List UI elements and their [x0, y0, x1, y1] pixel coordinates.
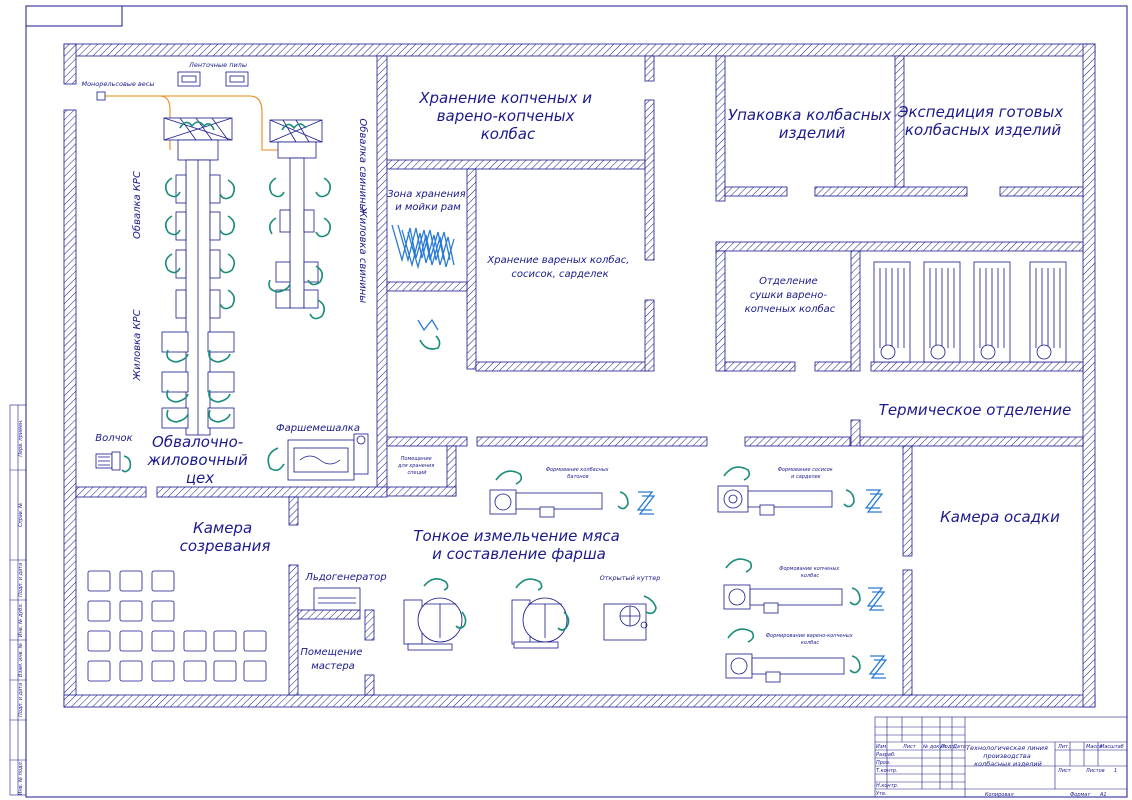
monorail-scale: [96, 91, 106, 101]
side-stamp: Перв. примен. Справ. № Подп. и дата Инв.…: [9, 404, 27, 796]
room-smoked-storage-l3: колбас: [481, 125, 536, 143]
tb-format: Формат: [1070, 792, 1091, 798]
label-saws: Ленточные пилы: [188, 61, 247, 69]
tb-row-0: Изм: [876, 744, 886, 750]
room-master: Помещение мастера: [300, 647, 365, 672]
tb-role-4: Утв.: [876, 791, 887, 797]
room-shipping: Экспедиция готовых колбасных изделий: [897, 103, 1068, 139]
stamp-0: Перв. примен.: [18, 419, 24, 457]
tb-title: Технологическая линия производства колба…: [966, 744, 1050, 768]
tb-role-1: Пров.: [876, 760, 891, 766]
stamp-1: Справ. №: [18, 503, 24, 527]
tb-role-2: Т.контр.: [876, 768, 898, 774]
room-smoked-storage-l1: Хранение копченых и: [418, 89, 592, 107]
room-spices: Помещение для хранения специй: [397, 456, 436, 476]
room-thermal: Термическое отделение: [879, 401, 1072, 419]
equipment-labels: Монорельсовые весы Ленточные пилы Обвалк…: [81, 61, 855, 646]
monorail-track: [100, 95, 290, 151]
stamp-4: Взам. инв. №: [18, 643, 24, 677]
workers-deboning: [164, 121, 332, 423]
room-drying: Отделение сушки варено- копченых колбас: [745, 276, 836, 315]
tb-sheet: Лист: [1057, 768, 1072, 774]
tb-mass: Масса: [1086, 744, 1102, 750]
room-mincing: Тонкое измельчение мяса и составление фа…: [413, 527, 624, 563]
label-forming-boiled-smoked: Формирование варено-копченых колбас: [766, 633, 855, 646]
corner-stamp: [25, 5, 123, 27]
tb-copied: Копировал: [985, 792, 1014, 798]
label-grinder: Волчок: [95, 433, 132, 444]
interior-walls: [75, 55, 1084, 696]
mincing-equipment: [313, 578, 657, 651]
beef-tables: [161, 174, 235, 429]
tb-format-value: A1: [1099, 792, 1107, 798]
room-labels: Хранение копченых и варено-копченых колб…: [146, 89, 1071, 672]
pork-tables: [275, 209, 319, 309]
room-deboning: Обвалочно- жиловочный цех: [146, 433, 252, 487]
tb-row-4: Подп.: [941, 744, 956, 750]
outer-walls: [63, 43, 1096, 708]
tb-role-0: Разраб.: [876, 752, 896, 758]
label-mixer: Фаршемешалка: [276, 423, 360, 434]
tb-role-3: Н.контр.: [876, 783, 898, 789]
deboning-equipment: [95, 71, 369, 481]
room-packing: Упаковка колбасных изделий: [728, 106, 896, 142]
frame-racks: [391, 224, 455, 350]
label-monorail: Монорельсовые весы: [81, 80, 154, 88]
tb-scale: Масштаб: [1100, 744, 1124, 750]
room-maturing: Камера созревания: [180, 519, 271, 555]
title-block: Изм Лист № докум. Подп. Дата Разраб. Про…: [874, 716, 1128, 798]
tb-row-5: Дата: [952, 744, 966, 750]
tb-stage: Лит.: [1057, 744, 1070, 750]
stamp-2: Подп. и дата: [18, 563, 24, 597]
drawing-frame: [25, 5, 1128, 798]
tb-row-2: Лист: [902, 744, 917, 750]
label-forming-boiled: Формование колбасных батонов: [546, 467, 611, 480]
label-cutter: Открытый куттер: [600, 574, 661, 582]
stamp-6: Инв. № подл.: [18, 761, 24, 796]
tb-sheets: Листов: [1085, 768, 1105, 774]
forming-lines: [489, 466, 888, 683]
stamp-5: Подп. и дата: [18, 683, 24, 717]
thermal-chambers: [873, 261, 1067, 363]
room-boiled-storage: Хранение вареных колбас, сосисок, сардел…: [486, 254, 632, 280]
label-trimming-pork: Жиловка свинины: [357, 206, 368, 303]
tb-sheets-count: 1: [1114, 768, 1117, 774]
label-trimming-krs: Жиловка КРС: [132, 309, 143, 381]
maturing-containers: [87, 570, 267, 682]
room-ice: Льдогенератор: [304, 572, 386, 583]
room-smoked-storage-l2: варено-копченых: [437, 107, 575, 125]
ice-generator: [313, 587, 361, 611]
label-forming-smoked: Формование копченых колбас: [779, 566, 841, 579]
label-forming-sausages: Формование сосисок и сарделек: [778, 467, 835, 480]
room-smoked-storage: Хранение копченых и варено-копченых колб…: [418, 89, 597, 143]
label-deboning-pork: Обвалка свинины: [357, 118, 369, 211]
stamp-3: Инв. № дубл.: [18, 603, 24, 637]
room-frame-zone: Зона хранения и мойки рам: [387, 189, 469, 213]
tb-row-3: № докум.: [922, 744, 948, 750]
room-settling: Камера осадки: [940, 508, 1060, 526]
label-deboning-krs: Обвалка КРС: [131, 171, 143, 239]
